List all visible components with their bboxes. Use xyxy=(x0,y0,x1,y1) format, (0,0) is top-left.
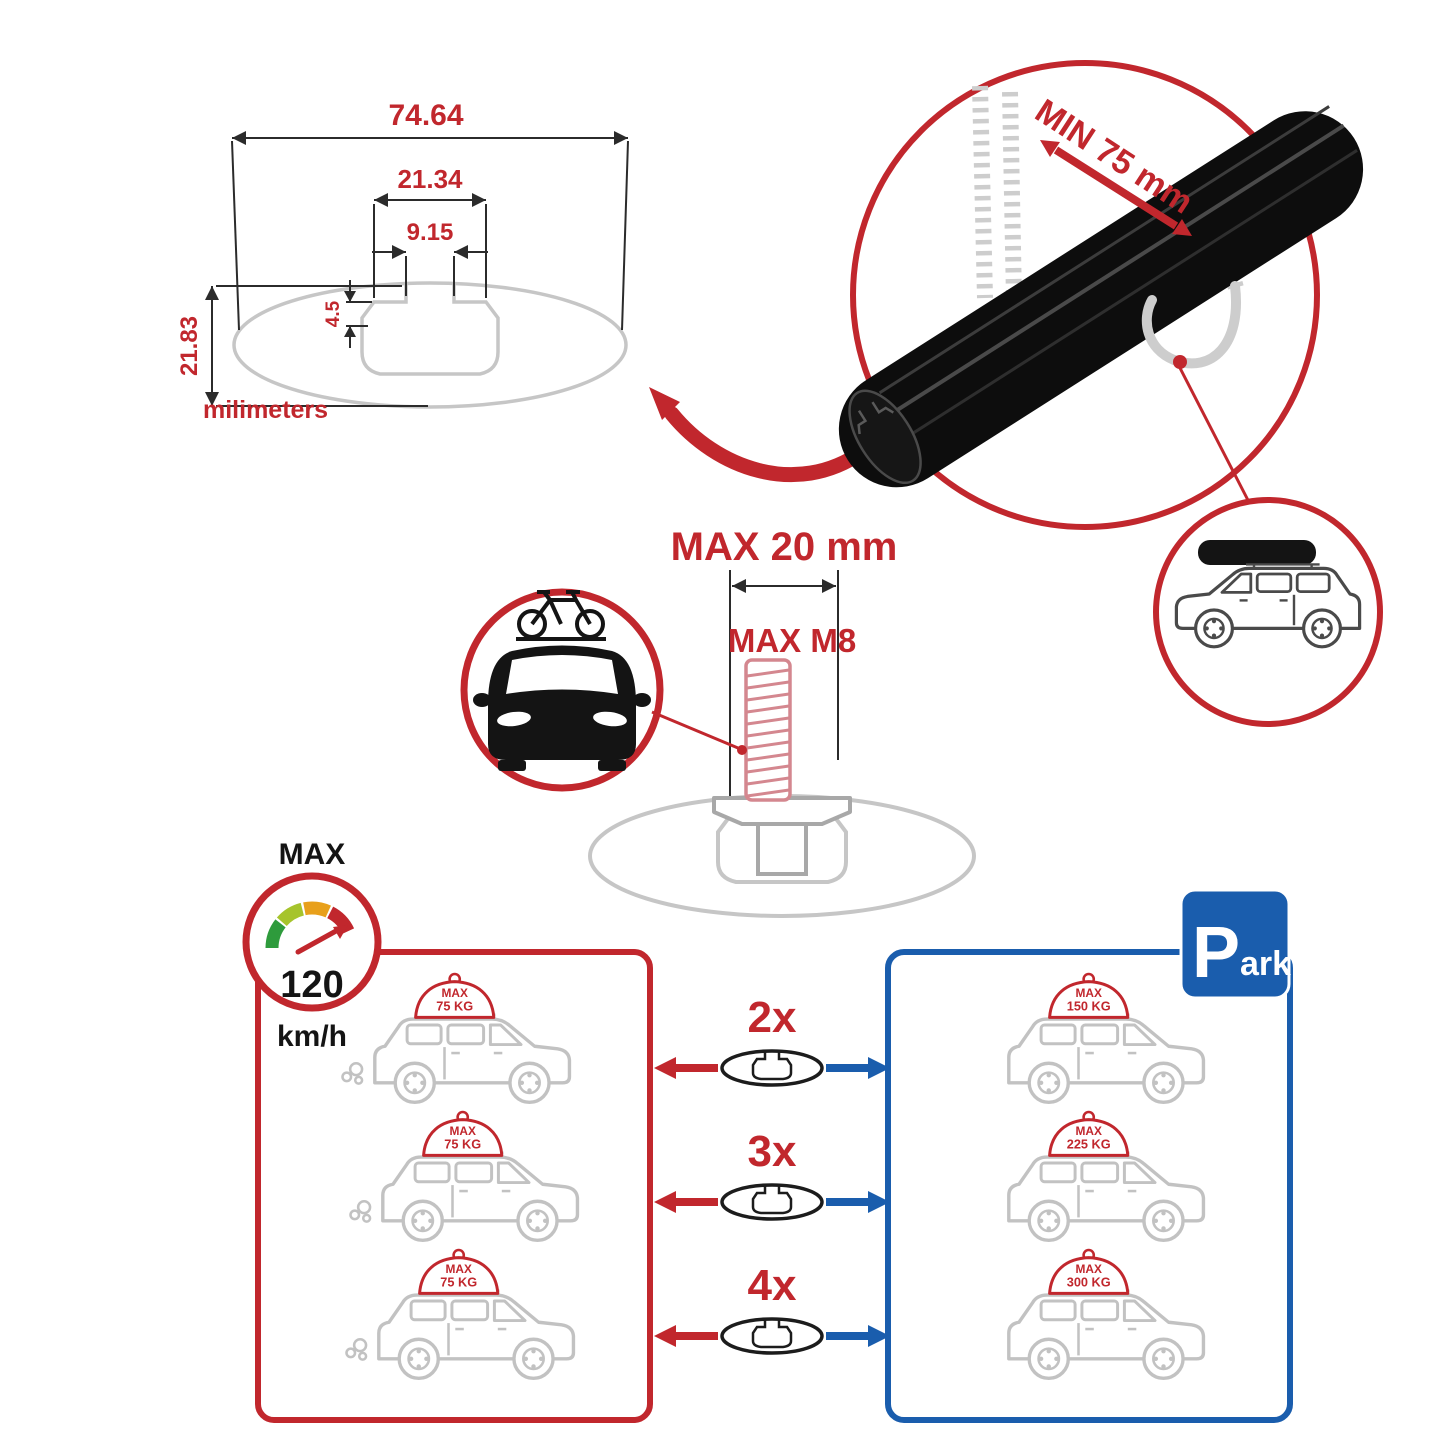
max-bolt-length-label: MAX 20 mm xyxy=(671,525,898,569)
step-height-value: 4.5 xyxy=(323,300,344,327)
speed-max-label: MAX xyxy=(279,838,346,871)
dim-step-height: 4.5 xyxy=(323,280,372,348)
right-arrow-icon xyxy=(868,1191,890,1213)
load-max-label: MAX xyxy=(441,986,467,1000)
left-arrow-icon xyxy=(654,1057,676,1079)
crossbar-profile-icon xyxy=(720,1183,824,1221)
roof-box-icon xyxy=(1198,540,1316,565)
load-value: 150 KG xyxy=(1067,999,1111,1014)
dim-total-height: 21.83 xyxy=(176,285,428,407)
slot-width-value: 9.15 xyxy=(407,219,454,246)
units-label: milimeters xyxy=(203,396,328,424)
dim-slot-width: 9.15 xyxy=(372,219,488,296)
parked-car-3: MAX 300 KG xyxy=(1007,1248,1206,1381)
roof-load: MAX 225 KG xyxy=(1048,1110,1130,1157)
driving-car-2: MAX 75 KG xyxy=(349,1110,580,1243)
bike-mount-circle xyxy=(460,588,664,792)
driving-car-3: MAX 75 KG xyxy=(345,1248,576,1381)
parked-car-2: MAX 225 KG xyxy=(1007,1110,1206,1243)
clamp-anchor-dot xyxy=(1173,355,1187,369)
suv-callout-line xyxy=(1178,367,1254,509)
profile-channel xyxy=(360,284,500,376)
load-value: 75 KG xyxy=(444,1137,481,1152)
bike-callout-line xyxy=(651,710,739,750)
load-max-label: MAX xyxy=(1075,986,1101,1000)
suv-rooftop-circle xyxy=(1153,497,1383,727)
right-arrow-icon xyxy=(868,1057,890,1079)
roof-load: MAX 75 KG xyxy=(418,1248,500,1295)
left-arrow-icon xyxy=(654,1325,676,1347)
multiplier-label: 2x xyxy=(748,993,797,1042)
max-thread-label: MAX M8 xyxy=(728,622,856,659)
roof-load: MAX 75 KG xyxy=(422,1110,504,1157)
load-value: 75 KG xyxy=(440,1275,477,1290)
multiplier-row-3: 4x xyxy=(654,1261,890,1355)
total-width-value: 74.64 xyxy=(388,99,463,132)
parking-sign-rest: ark xyxy=(1240,945,1291,983)
crossbar-profile-icon xyxy=(720,1317,824,1355)
callout-dot xyxy=(737,745,747,755)
speedometer-icon: 120 xyxy=(242,872,382,1012)
t-bolt xyxy=(712,658,852,876)
driving-car-1: MAX 75 KG xyxy=(341,972,572,1105)
right-arrow-icon xyxy=(868,1325,890,1347)
roof-load: MAX 75 KG xyxy=(414,972,496,1019)
cross-section-diagram: 74.64 21.34 9.15 4.5 xyxy=(176,99,629,424)
load-max-label: MAX xyxy=(1075,1124,1101,1138)
bar-to-profile-arrow xyxy=(649,387,870,482)
load-value: 225 KG xyxy=(1067,1137,1111,1152)
speed-value: 120 xyxy=(280,964,343,1006)
parking-sign: P ark xyxy=(1179,888,1291,1000)
left-arrow-icon xyxy=(654,1191,676,1213)
channel-width-value: 21.34 xyxy=(397,164,463,194)
roof-load: MAX 150 KG xyxy=(1048,972,1130,1019)
crossbar-detail-circle: MIN 75 mm xyxy=(838,60,1364,530)
car-front-icon xyxy=(473,645,651,771)
multiplier-row-2: 3x xyxy=(654,1127,890,1221)
roof-load: MAX 300 KG xyxy=(1048,1248,1130,1295)
bolt-spec: MAX 20 mm MAX M8 xyxy=(671,525,898,800)
total-height-value: 21.83 xyxy=(176,316,203,376)
speed-limit: MAX 120 km/h xyxy=(242,838,382,1053)
bar-end-cap xyxy=(848,389,922,485)
parked-car-1: MAX 150 KG xyxy=(1007,972,1206,1105)
crossbar-profile-icon xyxy=(720,1049,824,1087)
load-value: 300 KG xyxy=(1067,1275,1111,1290)
multiplier-row-1: 2x xyxy=(654,993,890,1087)
speed-units: km/h xyxy=(277,1020,347,1053)
multiplier-label: 3x xyxy=(748,1127,797,1176)
load-max-label: MAX xyxy=(445,1262,471,1276)
parking-sign-letter: P xyxy=(1192,913,1240,993)
dim-total-width: 74.64 xyxy=(231,99,629,331)
threaded-stud xyxy=(744,658,792,802)
load-value: 75 KG xyxy=(436,999,473,1014)
load-max-label: MAX xyxy=(1075,1262,1101,1276)
crossbar-render xyxy=(838,105,1364,488)
profile-ellipse xyxy=(232,281,628,409)
load-max-label: MAX xyxy=(449,1124,475,1138)
multiplier-label: 4x xyxy=(748,1261,797,1310)
